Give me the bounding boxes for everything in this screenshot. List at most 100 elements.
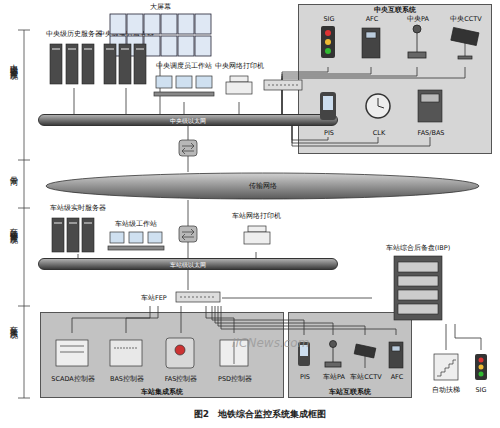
- equipment-node: AFC: [353, 15, 391, 67]
- node-label: 中央级实时服务器: [97, 30, 155, 38]
- equipment-node: 中央CCTV: [443, 15, 489, 67]
- drive-bay: [69, 222, 77, 224]
- level-bracket: [18, 30, 30, 398]
- subsystem-box: 中央互联系统SIGAFC中央PA中央CCTVPISCLKFAS/BAS: [298, 4, 492, 154]
- node-label: 车站FEP: [140, 294, 168, 302]
- module-line: [114, 348, 138, 349]
- ibp-cabinet: [394, 256, 442, 320]
- node-label: 车站网络打印机: [231, 212, 282, 220]
- node-label: 自动扶梯: [431, 386, 461, 394]
- equipment-node: 自动扶梯: [428, 350, 464, 394]
- escalator-frame: [434, 354, 458, 380]
- escalator-steps: [437, 360, 456, 376]
- connector-line: [188, 126, 189, 172]
- node-label: 中央互联系统: [372, 5, 418, 15]
- mic-stand: [333, 347, 334, 362]
- scada-controller: [56, 340, 88, 366]
- printer-icon: [226, 76, 270, 244]
- fare-gate: [362, 28, 380, 58]
- screen-panel: [195, 14, 211, 34]
- node-label: 车站CCTV: [349, 373, 383, 381]
- node-label: 中央CCTV: [449, 15, 483, 23]
- equipment-node: 车站FEP: [140, 290, 222, 306]
- ibp-panel: [398, 276, 438, 286]
- printer-body: [226, 82, 252, 94]
- station-switch: [179, 226, 197, 242]
- server-tower: [52, 218, 64, 252]
- connector-group: [72, 61, 481, 350]
- node-label: 车站互联系统: [327, 387, 373, 397]
- level-label: 骨干网: [8, 170, 18, 173]
- server-tower: [50, 44, 62, 84]
- screen-panel: [110, 36, 126, 56]
- pis-screen: [323, 96, 333, 110]
- controller-icon: [56, 338, 248, 368]
- ibp-panel: [398, 262, 438, 272]
- node-label: 传输网络: [248, 182, 278, 190]
- printer-body: [244, 232, 270, 244]
- clock-face: [366, 94, 390, 118]
- connector-line: [160, 61, 161, 114]
- equipment-node: 车站级工作站: [104, 220, 168, 258]
- server-tower: [82, 44, 94, 84]
- signal-body: [321, 26, 335, 58]
- node-label: 中央调度员工作站: [155, 62, 213, 70]
- screen-panel: [127, 14, 143, 34]
- signal-lamp: [325, 39, 331, 45]
- equipment-node: AFC: [383, 335, 411, 381]
- connector-line: [181, 306, 182, 333]
- equipment-node: 中央级历史服务器: [46, 30, 102, 88]
- connector-line: [218, 306, 365, 335]
- mic-head: [413, 25, 421, 33]
- screen-panel: [178, 14, 194, 34]
- node-label: 车站综合后备盘(IBP): [385, 244, 451, 252]
- gate-screen: [392, 346, 400, 351]
- level-label: 车站接入系统: [8, 320, 18, 326]
- connector-line: [256, 252, 257, 258]
- switch-body: [264, 80, 302, 90]
- node-label: 车站PA: [322, 373, 346, 381]
- monitor: [176, 76, 192, 88]
- screen-panel: [161, 36, 177, 56]
- equipment-node: SIG: [311, 15, 347, 67]
- node-label: 车站级工作站: [114, 220, 158, 228]
- camera-base: [458, 56, 472, 59]
- printer-paper: [230, 76, 248, 82]
- subsystem-box: 车站互联系统 PIS车站PA车站CCTVAFC: [288, 312, 412, 398]
- node-label: BAS控制器: [109, 375, 145, 383]
- connector-line: [188, 200, 189, 258]
- connector-line: [292, 126, 430, 146]
- pis-icon: [298, 92, 336, 366]
- connector-line: [215, 306, 333, 335]
- node-label: PSD控制器: [217, 375, 253, 383]
- bracket-tick: [18, 30, 30, 31]
- rack-line: [60, 352, 84, 353]
- printer-paper: [248, 226, 266, 232]
- level-label: 车站级综合监控系统: [8, 222, 18, 231]
- equipment-node: 中央调度员工作站: [152, 62, 216, 102]
- clock-hands: [378, 98, 384, 108]
- switch-arrows: [182, 229, 194, 240]
- bracket-tick: [18, 208, 30, 209]
- drive-bay: [121, 48, 129, 50]
- node-label: 车站级实时服务器: [49, 204, 107, 212]
- equipment-node: PSD控制器: [209, 333, 261, 383]
- server-stripes: [52, 48, 144, 224]
- desk: [108, 246, 164, 250]
- bracket-line: [24, 30, 25, 398]
- screen-panel: [195, 36, 211, 56]
- connector-line: [282, 67, 465, 114]
- connector-line: [212, 306, 304, 335]
- door-split: [234, 342, 235, 364]
- connector-line: [72, 306, 150, 333]
- fare-gate-icon: [362, 28, 403, 368]
- signal-lamp: [479, 358, 484, 363]
- camera-body: [354, 344, 376, 358]
- equipment-node: PIS: [291, 335, 319, 381]
- equipment-node: 中央级实时服务器: [100, 30, 152, 88]
- alarm-lamp: [175, 345, 185, 355]
- connector-line: [446, 324, 447, 350]
- ethernet-bus: 车站级以太网: [38, 258, 338, 270]
- server-tower: [134, 44, 146, 84]
